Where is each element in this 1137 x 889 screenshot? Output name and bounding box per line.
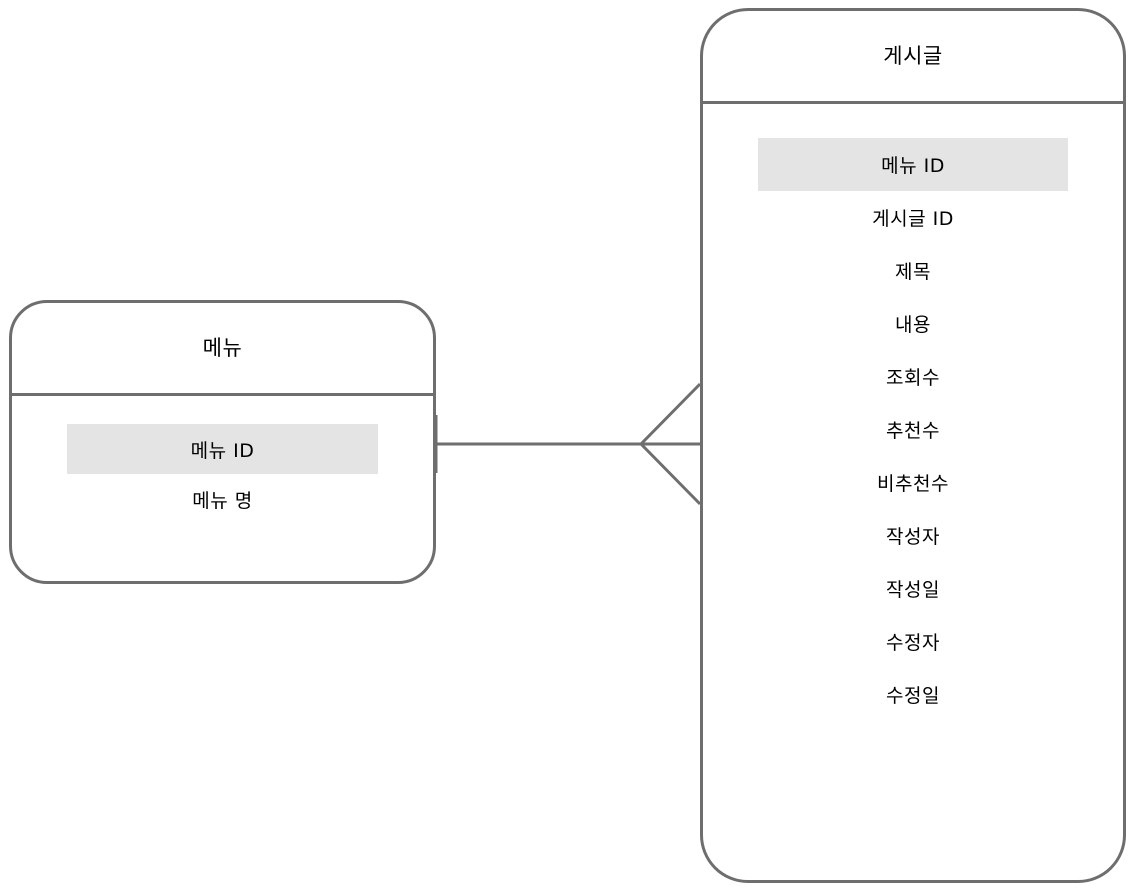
attribute-row[interactable]: 작성일 [703, 562, 1123, 615]
attribute-row[interactable]: 제목 [703, 244, 1123, 297]
attribute-label: 작성일 [886, 579, 940, 601]
entity-menu-header: 메뉴 [12, 303, 433, 396]
entity-post-attributes: 메뉴 ID 게시글 ID 제목 내용 조회수 추천수 비추천수 작성자 [703, 104, 1123, 880]
attribute-row[interactable]: 메뉴 명 [12, 474, 433, 524]
entity-menu-title: 메뉴 [202, 335, 243, 360]
attribute-row[interactable]: 조회수 [703, 350, 1123, 403]
attribute-label: 비추천수 [877, 473, 949, 495]
attribute-row[interactable]: 내용 [703, 297, 1123, 350]
attribute-row[interactable]: 작성자 [703, 509, 1123, 562]
attribute-label: 조회수 [886, 367, 940, 389]
attribute-row[interactable]: 게시글 ID [703, 191, 1123, 244]
attribute-label: 작성자 [886, 526, 940, 548]
attribute-label: 제목 [895, 261, 931, 283]
entity-post-title: 게시글 [883, 43, 943, 68]
attribute-label: 추천수 [886, 420, 940, 442]
attribute-row-primary-key[interactable]: 메뉴 ID [67, 424, 378, 474]
attribute-row[interactable]: 수정자 [703, 615, 1123, 668]
entity-menu-attributes: 메뉴 ID 메뉴 명 [12, 396, 433, 581]
attribute-label: 내용 [895, 314, 931, 336]
attribute-label: 수정자 [886, 632, 940, 654]
attribute-row-foreign-key[interactable]: 메뉴 ID [758, 138, 1068, 191]
entity-post[interactable]: 게시글 메뉴 ID 게시글 ID 제목 내용 조회수 추천수 비추천수 [700, 8, 1126, 883]
crows-foot-upper-prong [639, 382, 702, 446]
attribute-row[interactable]: 추천수 [703, 403, 1123, 456]
entity-post-header: 게시글 [703, 11, 1123, 104]
attribute-label: 게시글 ID [872, 208, 954, 230]
entity-menu[interactable]: 메뉴 메뉴 ID 메뉴 명 [9, 300, 436, 584]
attribute-label: 수정일 [886, 685, 940, 707]
attribute-row[interactable]: 비추천수 [703, 456, 1123, 509]
crows-foot-lower-prong [639, 442, 702, 506]
attribute-label: 메뉴 ID [881, 155, 945, 177]
attribute-label: 메뉴 ID [190, 439, 255, 462]
attribute-label: 메뉴 명 [192, 489, 253, 512]
attribute-row[interactable]: 수정일 [703, 668, 1123, 721]
